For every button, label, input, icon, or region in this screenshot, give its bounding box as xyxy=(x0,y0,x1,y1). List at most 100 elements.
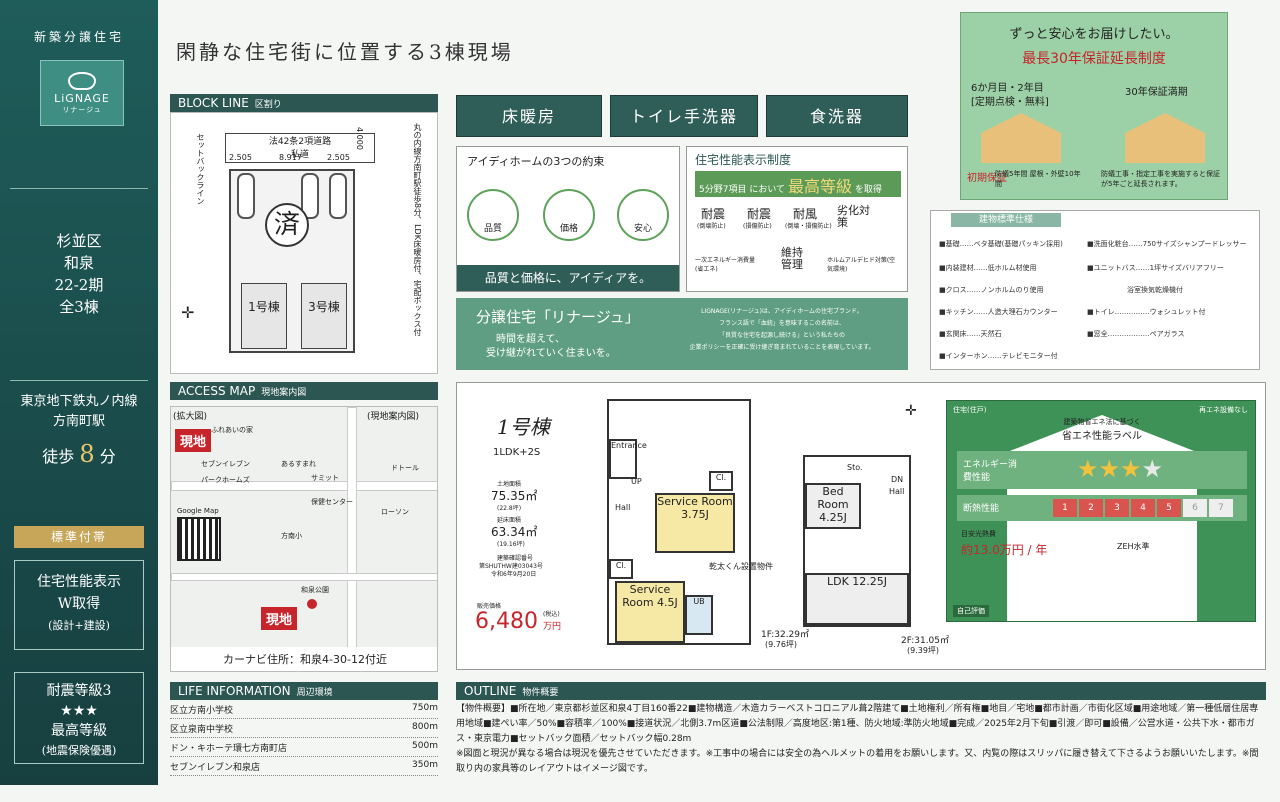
map-place: 和泉公園 xyxy=(301,586,329,594)
hall-label: Hall xyxy=(889,487,905,496)
perf-item: 耐震 xyxy=(747,207,772,221)
outline-text: 【物件概要】■所在地／東京都杉並区和泉4丁目160番22■建物構造／木造カラーベ… xyxy=(456,704,1259,744)
setback-label: セットバックライン xyxy=(196,133,205,205)
promise-title: アイディホームの3つの約束 xyxy=(467,155,605,168)
map-road xyxy=(171,573,437,581)
eco-title: 省エネ性能ラベル xyxy=(1062,431,1142,442)
perf-item: 劣化対策 xyxy=(837,204,870,229)
spec-item: ■基礎……ベタ基礎(基礎パッキン採用) xyxy=(939,240,1063,248)
star-icon: ★ xyxy=(1141,455,1164,483)
map-place: ふれあいの家 xyxy=(211,426,253,434)
seismic-box: 耐震等級3 ★★★ 最高等級 (地震保険優遇) xyxy=(14,672,144,764)
section-subtitle: 現地案内図 xyxy=(261,388,307,398)
desc-line: フランス語で「血統」を意味するこの名前は、 xyxy=(719,320,845,327)
floor1-area: 1F:32.29㎡ xyxy=(761,630,810,640)
desc-line: 「良質な住宅を起源し続ける」という私たちの xyxy=(718,332,845,339)
star-rating: ★★★ xyxy=(60,703,98,719)
eco-subtitle: 建築物省エネ法に基づく xyxy=(1063,418,1141,426)
performance-box: 住宅性能表示 W取得 (設計+建設) xyxy=(14,560,144,650)
perf-air: ホルムアルデヒド対策(空気環境) xyxy=(827,257,896,273)
area-line: 和泉 xyxy=(63,254,94,272)
insulation-step: 3 xyxy=(1105,499,1129,517)
section-title: ACCESS MAP xyxy=(178,384,256,398)
map-place: あるすまれ xyxy=(281,460,316,468)
perf-sub: (倒壊防止) xyxy=(697,223,726,230)
dim-label: 2.505 xyxy=(229,153,252,162)
cost-label: 目安光熱費 xyxy=(961,530,996,538)
star-icon: ★ xyxy=(1120,455,1142,483)
spec-item: ■洗面化粧台……750サイズシャンプードレッサー xyxy=(1087,240,1247,248)
desc-line: LIGNAGE(リナージュ)は、アイディホームの住宅ブランド。 xyxy=(701,308,863,315)
perf-energy: 一次エネルギー消費量(省エネ) xyxy=(695,257,756,273)
hall-label: Hall xyxy=(615,503,631,512)
storage-label: Sto. xyxy=(847,463,863,472)
section-subtitle: 区割り xyxy=(254,100,282,110)
spec-item: ■インターホン……テレビモニター付 xyxy=(939,352,1058,360)
map-place: ローソン xyxy=(381,508,409,516)
energy-row: エネルギー消費性能 ★★★★ xyxy=(957,451,1247,489)
perf-banner: 5分野7項目 において 最高等級 を取得 xyxy=(695,171,901,197)
dim-label: 2.505 xyxy=(327,153,350,162)
sold-stamp: 済 xyxy=(265,203,309,247)
divider xyxy=(10,380,148,381)
qr-code-icon[interactable] xyxy=(177,517,221,561)
floor2-area: 2F:31.05㎡ xyxy=(901,636,950,646)
floor-tsubo: (19.16坪) xyxy=(497,541,525,548)
closet: Cl. xyxy=(609,559,633,579)
standard-badge: 標準付帯 xyxy=(14,526,144,548)
confirm-label: 建築確認番号 xyxy=(497,555,534,562)
map-place: セブンイレブン xyxy=(201,460,250,468)
access-map-header: ACCESS MAP 現地案内図 xyxy=(170,382,438,400)
perf-item: 維持管理 xyxy=(781,246,803,271)
lot-1[interactable]: 1号棟 xyxy=(241,283,287,349)
warranty-left-sub: [定期点検・無料] xyxy=(971,97,1049,108)
section-title: LIFE INFORMATION xyxy=(178,684,291,698)
warranty-title: 最長30年保証延長制度 xyxy=(1022,51,1166,67)
page-title: 閑静な住宅街に位置する3棟現場 xyxy=(176,40,514,64)
box-line: (地震保険優遇) xyxy=(41,744,117,757)
energy-label: エネルギー消費性能 xyxy=(963,460,1018,483)
map-road xyxy=(171,481,437,491)
spec-item: ■ユニットバス……1坪サイズバリアフリー xyxy=(1087,264,1224,272)
self-eval: 自己評価 xyxy=(953,605,989,617)
section-subtitle: 周辺環境 xyxy=(296,688,333,698)
spec-item: ■玄関床……天然石 xyxy=(939,330,1002,338)
map-road xyxy=(347,407,357,671)
brand-title: 分譲住宅「リナージュ」 xyxy=(476,308,640,326)
land-tsubo: (22.8坪) xyxy=(497,505,522,512)
price-icon: 価格 xyxy=(543,189,595,241)
area-line: 全3棟 xyxy=(59,298,99,316)
north-arrow-icon: ✛ xyxy=(181,303,195,322)
perf-sub: (倒壊・損傷防止) xyxy=(785,223,832,230)
brand-desc: LIGNAGE(リナージュ)は、アイディホームの住宅ブランド。 フランス語で「血… xyxy=(666,306,898,354)
place-name: セブンイレブン和泉店 xyxy=(170,763,261,773)
walk-minutes: 8 xyxy=(79,440,95,468)
area-line: 杉並区 xyxy=(56,232,102,250)
land-area: 75.35㎡ xyxy=(491,489,538,503)
brand-logo: LiGNAGE リナージュ xyxy=(40,60,124,126)
land-label: 土地面積 xyxy=(497,481,522,488)
lot-3[interactable]: 3号棟 xyxy=(301,283,347,349)
map-place: サミット xyxy=(311,474,339,482)
place-name: 区立泉南中学校 xyxy=(170,725,234,735)
brand-panel: 分譲住宅「リナージュ」 時間を超えて、 受け継がれていく住まいを。 LIGNAG… xyxy=(456,298,908,370)
price-unit: 万円 xyxy=(543,622,562,632)
unit-layout: 1LDK+2S xyxy=(493,447,541,458)
perf-sub: (損傷防止) xyxy=(743,223,772,230)
site-marker: 現地 xyxy=(175,429,212,452)
station-name: 方南町駅 xyxy=(52,414,105,429)
road-label: 法42条2項道路 xyxy=(268,137,332,147)
early-warranty: 初期保証 xyxy=(967,173,1007,184)
brand-tagline: 新築分譲住宅 xyxy=(33,30,124,44)
insulation-step: 5 xyxy=(1157,499,1181,517)
floor-area: 63.34㎡ xyxy=(491,525,538,539)
road-box: 法42条2項道路 私道 xyxy=(225,133,375,163)
spec-item: ■キッチン……人造大理石カウンター xyxy=(939,308,1058,316)
access-map[interactable]: (拡大図) (現地案内図) 現地 ふれあいの家 セブンイレブン パークホームズ … xyxy=(170,406,438,672)
box-line: W取得 xyxy=(57,596,101,612)
warranty-panel: ずっと安心をお届けしたい。 最長30年保証延長制度 6か月目・2年目 [定期点検… xyxy=(960,12,1228,200)
